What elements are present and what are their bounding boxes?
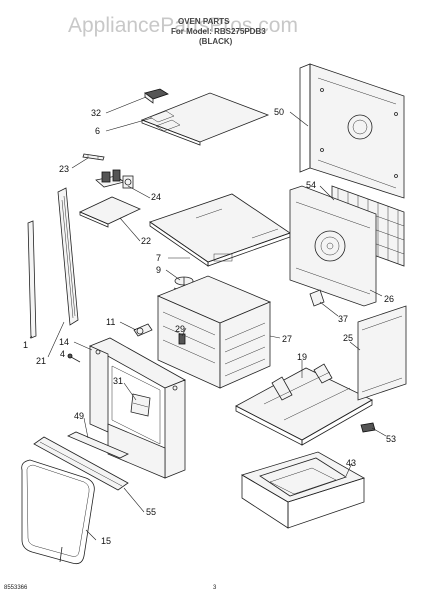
part-22-plate (79, 196, 141, 228)
callout-1: 1 (23, 340, 28, 350)
callout-11: 11 (106, 317, 115, 327)
callout-22: 22 (141, 236, 151, 246)
footer-code: 8553366 (4, 585, 28, 591)
part-7-oven-top-shield (149, 193, 291, 267)
callout-25: 25 (343, 333, 353, 343)
part-24-switch-assembly (95, 169, 134, 189)
part-49-trim (67, 431, 129, 459)
callout-19: 19 (297, 352, 307, 362)
part-4-screw (67, 353, 81, 363)
part-53-clip (360, 422, 376, 433)
callout-labels: 32 6 23 24 22 7 9 11 14 4 21 1 29 27 31 … (23, 107, 396, 546)
callout-50: 50 (274, 107, 284, 117)
part-19-broil-pan (235, 363, 373, 446)
callout-23: 23 (59, 164, 69, 174)
part-50-back-panel (299, 63, 405, 199)
diagram-model-line: For Model: RBS275PDB3 (171, 27, 266, 36)
callout-29: 29 (175, 324, 185, 334)
leader-lines (29, 96, 387, 541)
diagram-variant: (BLACK) (199, 37, 233, 46)
watermark-text: AppliancePartsPros.com (68, 14, 298, 37)
part-26-fan-baffle (289, 185, 377, 307)
callout-26: 26 (384, 294, 394, 304)
part-6-top-panel (140, 92, 270, 146)
part-1-trim-strip (27, 220, 37, 339)
callout-53: 53 (386, 434, 396, 444)
part-32-shape (144, 88, 169, 104)
callout-14: 14 (59, 337, 69, 347)
part-27-oven-cavity (156, 275, 272, 389)
part-25-side-panel (357, 305, 407, 401)
callout-49: 49 (74, 411, 84, 421)
callout-43: 43 (346, 458, 356, 468)
part-15-gasket (21, 459, 95, 565)
part-55-long-trim (33, 436, 129, 491)
footer-page-number: 3 (213, 585, 217, 591)
part-43-drawer (241, 451, 365, 529)
callout-4: 4 (60, 349, 65, 359)
part-11-sensor (133, 323, 153, 337)
part-23-bracket (82, 153, 105, 161)
part-14-front-frame (89, 337, 186, 479)
diagram-title: OVEN PARTS (178, 17, 230, 26)
callout-15: 15 (101, 536, 111, 546)
callout-9: 9 (156, 265, 161, 275)
callout-37: 37 (338, 314, 348, 324)
callout-24: 24 (151, 192, 161, 202)
part-37-bracket (309, 289, 325, 307)
callout-7: 7 (156, 253, 161, 263)
part-21-side-rail (57, 187, 79, 326)
callout-6: 6 (95, 126, 100, 136)
part-29-element (178, 333, 186, 345)
callout-54: 54 (306, 180, 316, 190)
callout-27: 27 (282, 334, 292, 344)
callout-32: 32 (91, 108, 101, 118)
callout-31: 31 (113, 376, 123, 386)
callout-21: 21 (36, 356, 46, 366)
callout-55: 55 (146, 507, 156, 517)
